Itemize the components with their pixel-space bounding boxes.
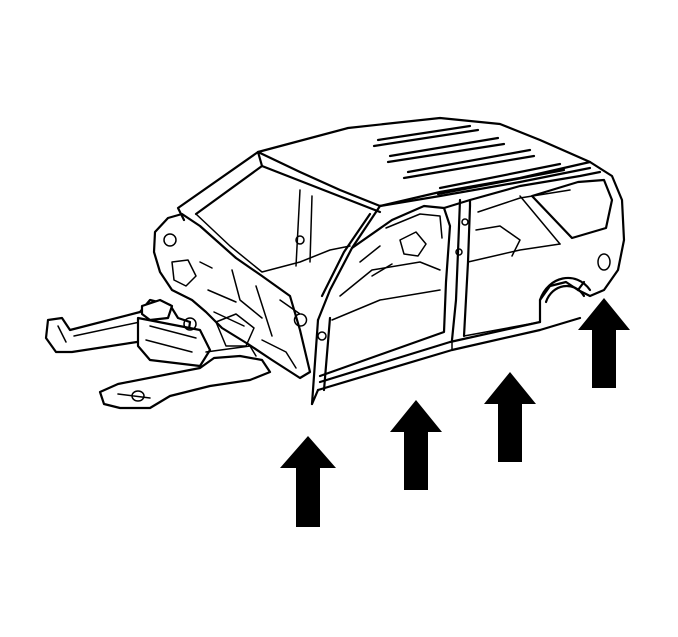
arrow-2 xyxy=(390,400,442,490)
arrow-3 xyxy=(484,372,536,462)
windshield-frame xyxy=(176,150,382,322)
rocker-panel xyxy=(310,316,582,406)
rear-quarter-panel xyxy=(310,160,626,406)
front-frame-rails xyxy=(44,298,272,410)
front-apron xyxy=(152,212,312,380)
door-openings xyxy=(318,170,614,378)
lift-point-arrows xyxy=(280,298,630,527)
arrow-4 xyxy=(578,298,630,388)
roof-panel xyxy=(256,116,592,208)
arrow-1 xyxy=(280,436,336,527)
